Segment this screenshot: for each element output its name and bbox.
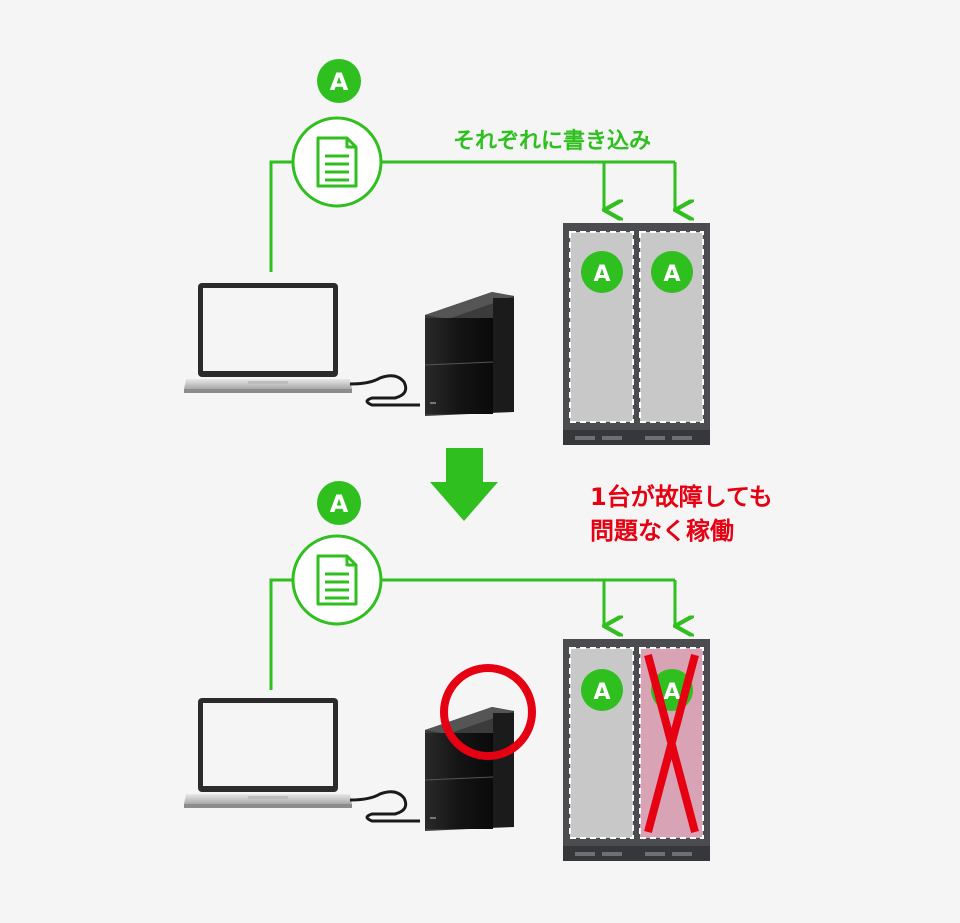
bottom-cable (349, 790, 420, 823)
top-file-badge-label: A (330, 68, 349, 96)
bottom-file-badge: A (317, 481, 361, 525)
status-line-1: 1台が故障しても (590, 483, 773, 511)
failure-x-icon (644, 653, 699, 834)
ok-circle-icon (440, 664, 536, 760)
top-file-badge: A (317, 59, 361, 103)
bottom-laptop-icon (184, 698, 352, 808)
top-laptop-link (269, 160, 293, 272)
top-laptop-icon (184, 283, 352, 393)
bottom-nas-device-icon (424, 707, 514, 831)
status-line-2: 問題なく稼働 (590, 517, 734, 545)
bottom-disk-2-badge: A (663, 680, 680, 705)
write-each-label: それぞれに書き込み (453, 128, 651, 154)
top-disk-1-badge: A (593, 262, 610, 287)
bottom-scene: A (184, 481, 710, 861)
top-drive-enclosure: A A (563, 223, 710, 445)
bottom-document-icon (291, 534, 383, 626)
bottom-disk-1-badge: A (593, 680, 610, 705)
top-disk-2-badge: A (663, 262, 680, 287)
bottom-file-badge-label: A (330, 490, 349, 518)
top-nas-device-icon (424, 292, 514, 416)
bottom-drive-enclosure: A A (563, 639, 710, 861)
top-cable (349, 374, 420, 407)
down-arrow-icon (430, 448, 498, 521)
top-scene: A それぞれに書き込み (184, 59, 710, 445)
top-document-icon (291, 116, 383, 208)
bottom-laptop-link (269, 578, 293, 690)
